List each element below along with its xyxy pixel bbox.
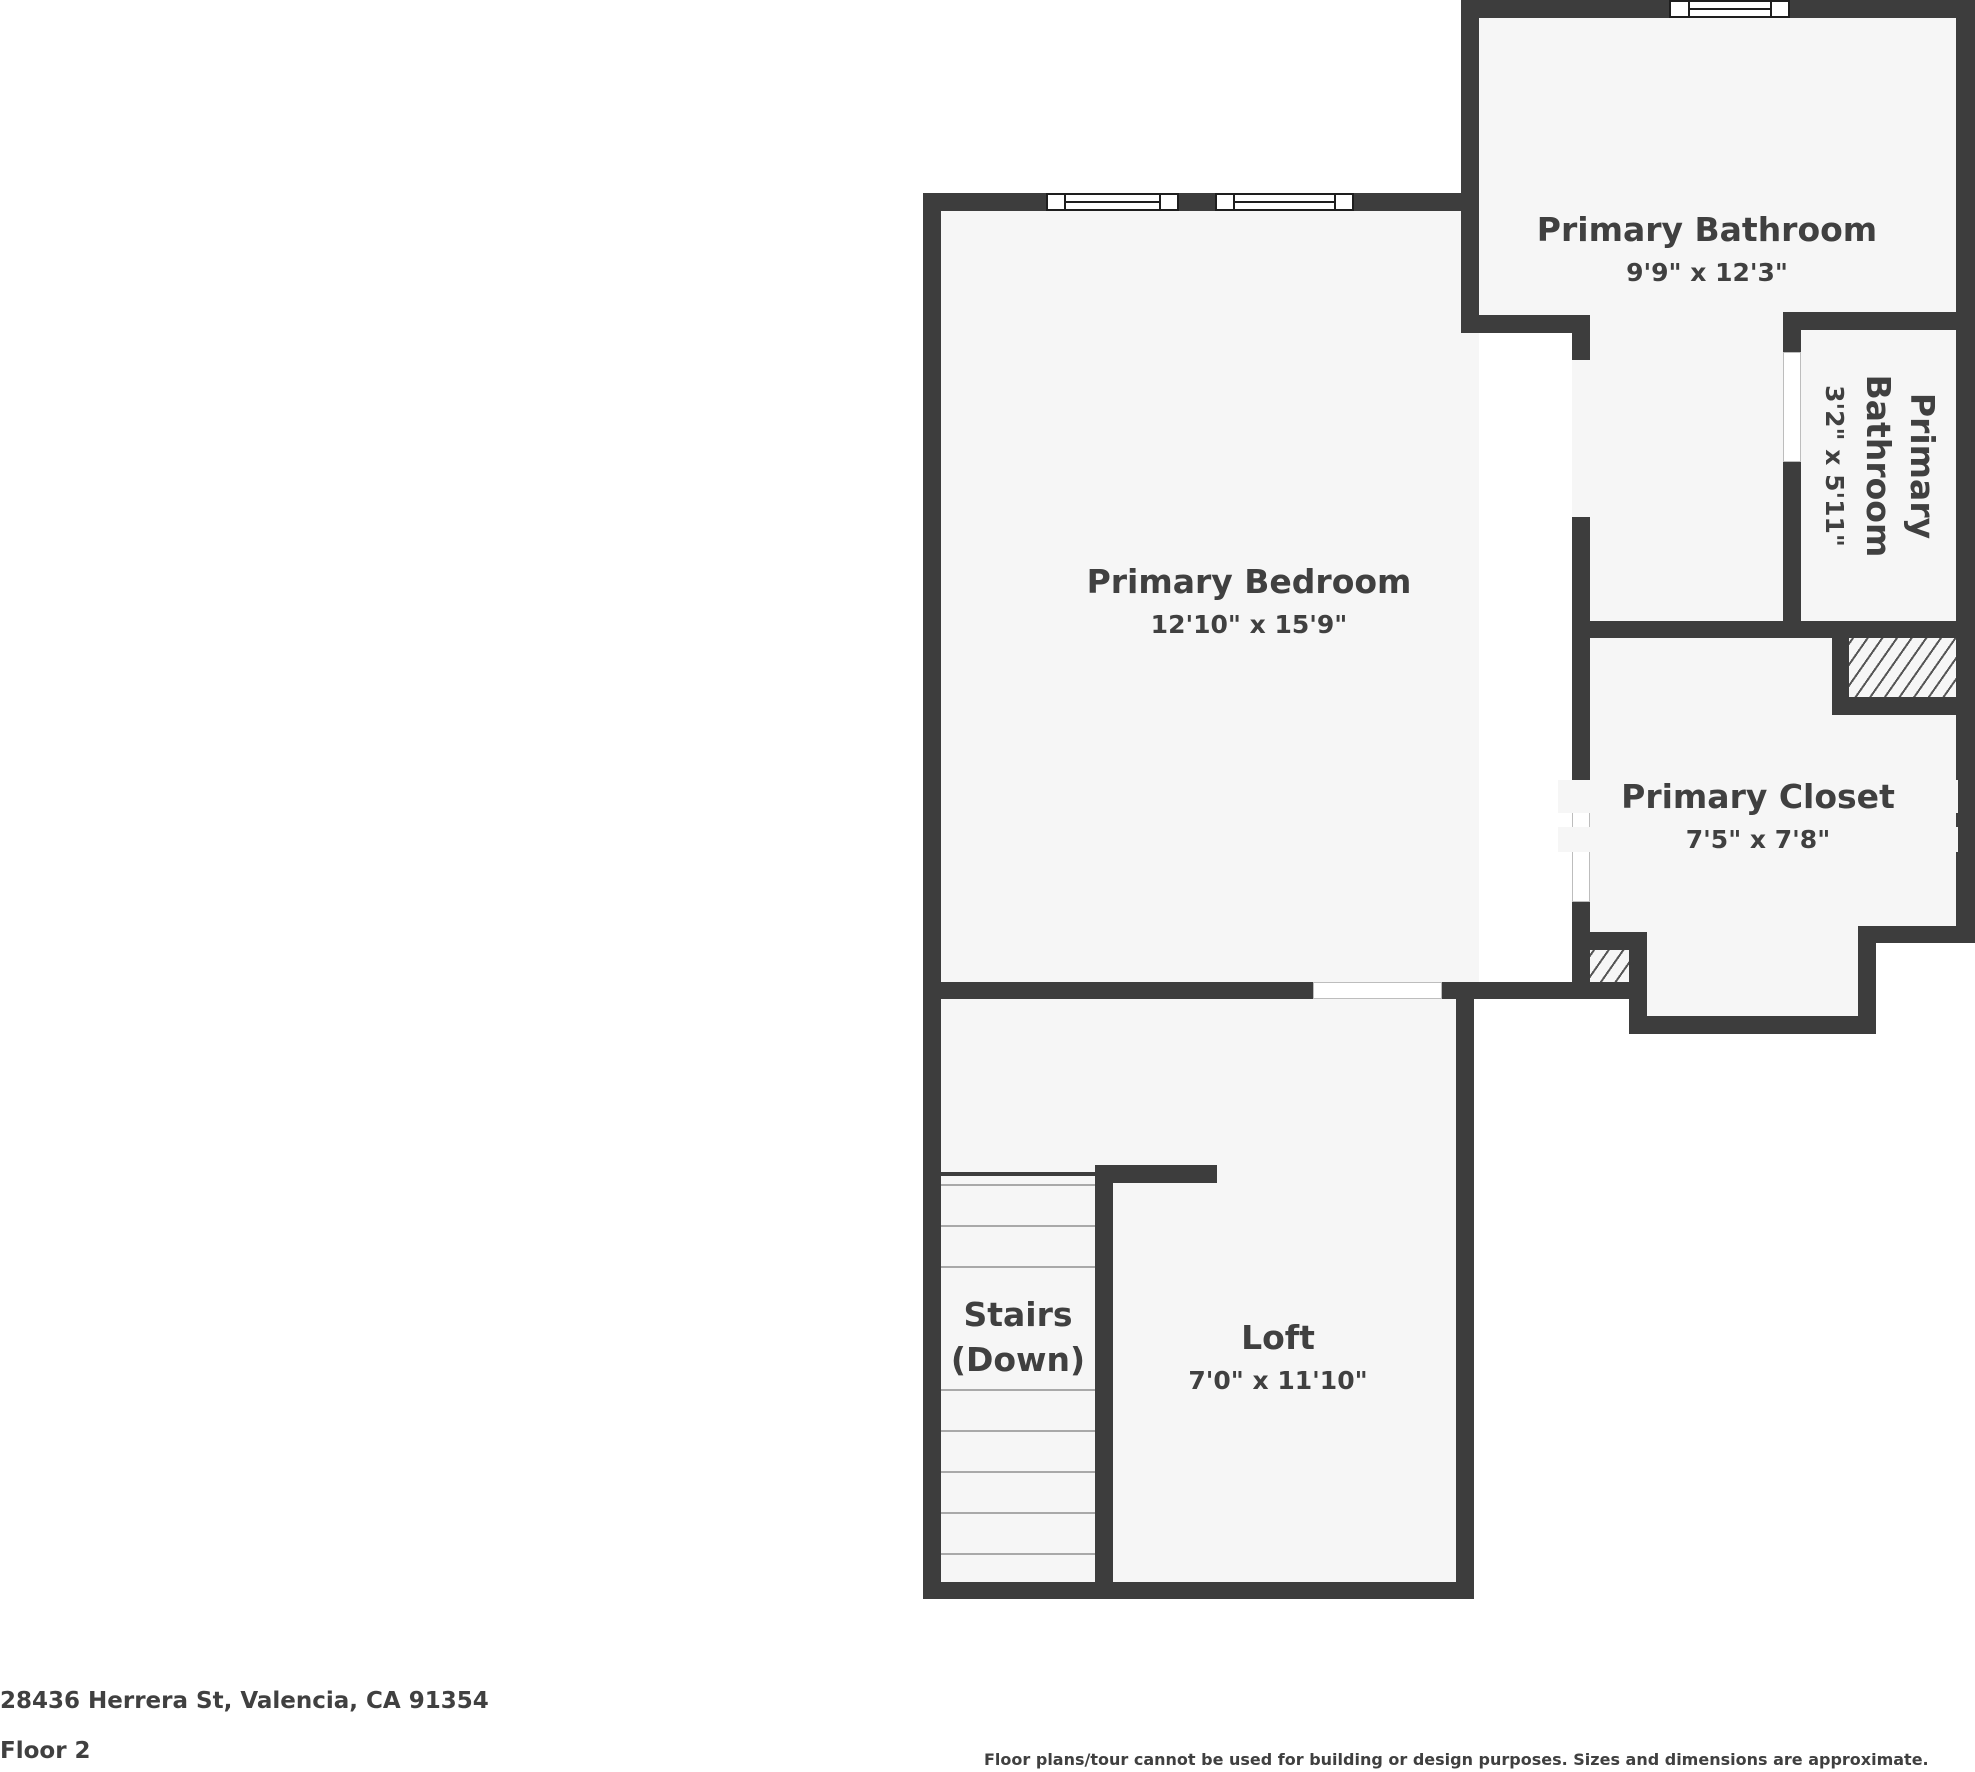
stair-divider-stub [1095, 1165, 1217, 1183]
stair-tread [941, 1184, 1095, 1186]
door-opening-bedroom-loft [1313, 982, 1442, 999]
bedroom-window-left [1046, 193, 1179, 211]
loft-bottom-wall [923, 1582, 1474, 1599]
bath-hall-floor [1572, 312, 1801, 638]
door-opening-small-bathroom [1783, 352, 1801, 462]
stair-tread [941, 1512, 1095, 1514]
stair-top-edge [941, 1172, 1095, 1176]
floor-label: Floor 2 [0, 1738, 91, 1764]
property-address: 28436 Herrera St, Valencia, CA 91354 [0, 1688, 489, 1714]
room-label-primary-bathroom: Primary Bathroom 9'9" x 12'3" [1507, 210, 1907, 287]
bedroom-top-wall [923, 193, 1479, 211]
room-label-small-bathroom: Primary Bathroom 3'2" x 5'11" [1812, 366, 1944, 566]
shaft-left-wall [1832, 621, 1849, 715]
stairs-name-line1: Stairs [941, 1295, 1095, 1334]
stair-divider-wall [1095, 1165, 1113, 1599]
bedroom-bathroom-divider-wall [1461, 0, 1479, 333]
closet-top-wall [1572, 621, 1973, 638]
disclaimer-text: Floor plans/tour cannot be used for buil… [984, 1750, 1929, 1769]
room-dimensions: 3'2" x 5'11" [1820, 385, 1849, 547]
bath-lower-left-wall [1461, 315, 1590, 333]
stair-tread [941, 1430, 1095, 1432]
stair-tread [941, 1553, 1095, 1555]
room-name-line1: Primary [1903, 392, 1942, 540]
bathroom-window [1669, 0, 1790, 18]
shaft-bottom-wall [1832, 697, 1973, 715]
bedroom-bottom-wall-right [1442, 982, 1647, 999]
room-label-loft: Loft 7'0" x 11'10" [1128, 1318, 1428, 1395]
bedroom-bottom-wall-left [923, 982, 1313, 999]
small-shaft-top-wall [1572, 932, 1647, 950]
bedroom-left-wall [923, 193, 941, 1599]
closet-alcove-left-wall [1629, 932, 1647, 1034]
small-bathroom-top-wall [1783, 312, 1973, 330]
stair-tread [941, 1266, 1095, 1268]
bedroom-right-wall [1572, 517, 1590, 999]
stair-tread [941, 1225, 1095, 1227]
hatched-shaft-small [1589, 950, 1629, 982]
stair-tread [941, 1389, 1095, 1391]
room-label-primary-bedroom: Primary Bedroom 12'10" x 15'9" [1049, 562, 1449, 639]
room-label-stairs: Stairs (Down) [941, 1295, 1095, 1379]
closet-alcove-right-wall [1858, 926, 1876, 1034]
stairs-name-line2: (Down) [941, 1340, 1095, 1379]
room-name: Primary Bedroom [1049, 562, 1449, 601]
closet-bottom-wall [1629, 1016, 1876, 1034]
room-name: Primary Closet [1558, 777, 1958, 816]
room-label-primary-closet: Primary Closet 7'5" x 7'8" [1558, 777, 1958, 854]
loft-right-wall [1456, 982, 1474, 1599]
bath-lower-left-stub [1572, 315, 1590, 360]
room-name: Primary Bathroom [1507, 210, 1907, 249]
room-dimensions: 7'0" x 11'10" [1128, 1366, 1428, 1395]
room-dimensions: 9'9" x 12'3" [1507, 258, 1907, 287]
closet-right-step-wall [1858, 926, 1975, 943]
room-dimensions: 12'10" x 15'9" [1049, 610, 1449, 639]
bedroom-window-right [1215, 193, 1354, 211]
room-name-line2: Bathroom [1859, 374, 1898, 558]
loft-floor [923, 982, 1474, 1599]
room-dimensions: 7'5" x 7'8" [1558, 825, 1958, 854]
small-bathroom-floor [1783, 312, 1973, 638]
stair-tread [941, 1471, 1095, 1473]
exterior-right-wall [1956, 0, 1975, 943]
hatched-shaft-large [1849, 638, 1957, 697]
room-name: Loft [1128, 1318, 1428, 1357]
